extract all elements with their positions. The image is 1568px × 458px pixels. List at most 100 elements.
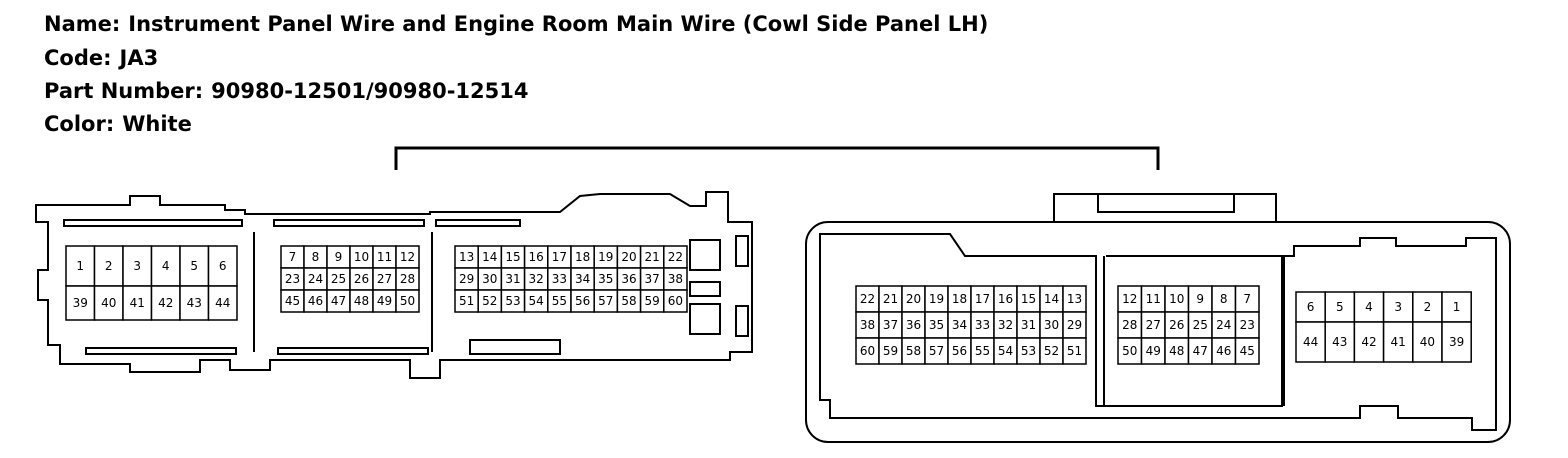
left-side-lug-1 [735,235,749,267]
pin-number: 41 [1391,335,1406,349]
pin-number: 39 [1449,335,1464,349]
pin-number: 22 [668,250,683,264]
pin-number: 29 [1067,318,1082,332]
pin-number: 24 [1216,318,1231,332]
pin-number: 57 [929,344,944,358]
pin-number: 25 [1193,318,1208,332]
mating-bracket [394,146,1160,170]
pin-number: 58 [621,294,636,308]
pin-number: 2 [1424,300,1432,314]
part-number-value: 90980-12501/90980-12514 [211,79,529,103]
pin-cell [1382,321,1414,363]
pin-cell [1382,291,1414,323]
pin-cell [1441,321,1472,363]
right-latch-window [1097,193,1235,213]
pin-number: 52 [1044,344,1059,358]
pin-number: 16 [529,250,544,264]
pin-number: 13 [459,250,474,264]
pin-number: 6 [1307,300,1315,314]
pin-number: 34 [575,272,590,286]
pin-number: 27 [1146,318,1161,332]
pin-number: 52 [482,294,497,308]
pin-number: 3 [133,259,141,273]
pin-cell [1353,321,1385,363]
pin-number: 31 [1021,318,1036,332]
pin-number: 49 [377,294,392,308]
name-label: Name: [44,12,121,36]
pin-number: 50 [1122,344,1137,358]
pin-number: 44 [215,296,230,310]
pin-number: 48 [354,294,369,308]
pin-number: 5 [190,259,198,273]
pin-number: 4 [162,259,170,273]
pin-number: 40 [101,296,116,310]
color-label: Color: [44,112,115,136]
pin-cell [1441,291,1472,323]
pin-cell [1295,321,1326,363]
pin-number: 54 [529,294,544,308]
pin-number: 11 [1146,292,1161,306]
pin-number: 18 [575,250,590,264]
pin-cell [1353,291,1385,323]
pin-number: 22 [860,292,875,306]
pin-number: 40 [1420,335,1435,349]
part-number-line: Part Number: 90980-12501/90980-12514 [44,79,528,103]
pin-number: 51 [1067,344,1082,358]
pin-number: 38 [668,272,683,286]
pin-number: 36 [906,318,921,332]
pin-number: 36 [621,272,636,286]
left-bottom-slot [469,339,561,355]
pin-cell [93,285,124,321]
pin-number: 23 [285,272,300,286]
pin-number: 20 [621,250,636,264]
pin-cell [150,245,181,287]
pin-number: 1 [1453,300,1461,314]
name-line: Name:Instrument Panel Wire and Engine Ro… [44,12,988,36]
left-bottom-rib-b [277,347,429,355]
color-line: Color:White [44,112,192,136]
pin-number: 46 [1216,344,1231,358]
pin-number: 25 [331,272,346,286]
right-connector [805,193,1511,443]
left-latch-window-2 [689,281,721,297]
pin-cell [663,289,688,313]
pin-number: 53 [505,294,520,308]
code-line: Code:JA3 [44,46,158,70]
pin-cell [207,285,238,321]
pin-cell [65,285,96,321]
pin-number: 35 [598,272,613,286]
pin-number: 6 [219,259,227,273]
pin-number: 27 [377,272,392,286]
left-latch-window-1 [689,239,721,271]
pin-number: 14 [1044,292,1059,306]
pin-cell [1062,337,1087,365]
pin-number: 45 [285,294,300,308]
pin-number: 30 [1044,318,1059,332]
pin-number: 39 [73,296,88,310]
pin-number: 37 [645,272,660,286]
left-top-rib-c [435,219,521,227]
pin-cell [1324,291,1356,323]
pin-number: 12 [1122,292,1137,306]
code-value: JA3 [119,46,159,70]
pin-number: 7 [289,250,297,264]
pin-number: 7 [1243,292,1251,306]
left-connector [35,191,753,379]
pin-number: 43 [187,296,202,310]
pin-number: 14 [482,250,497,264]
pin-number: 15 [1021,292,1036,306]
pin-number: 30 [482,272,497,286]
pin-number: 48 [1169,344,1184,358]
pin-number: 17 [552,250,567,264]
left-latch-window-3 [689,303,721,335]
pin-number: 12 [400,250,415,264]
pin-number: 58 [906,344,921,358]
pin-number: 28 [400,272,415,286]
pin-number: 60 [860,344,875,358]
part-number-label: Part Number: [44,79,204,103]
